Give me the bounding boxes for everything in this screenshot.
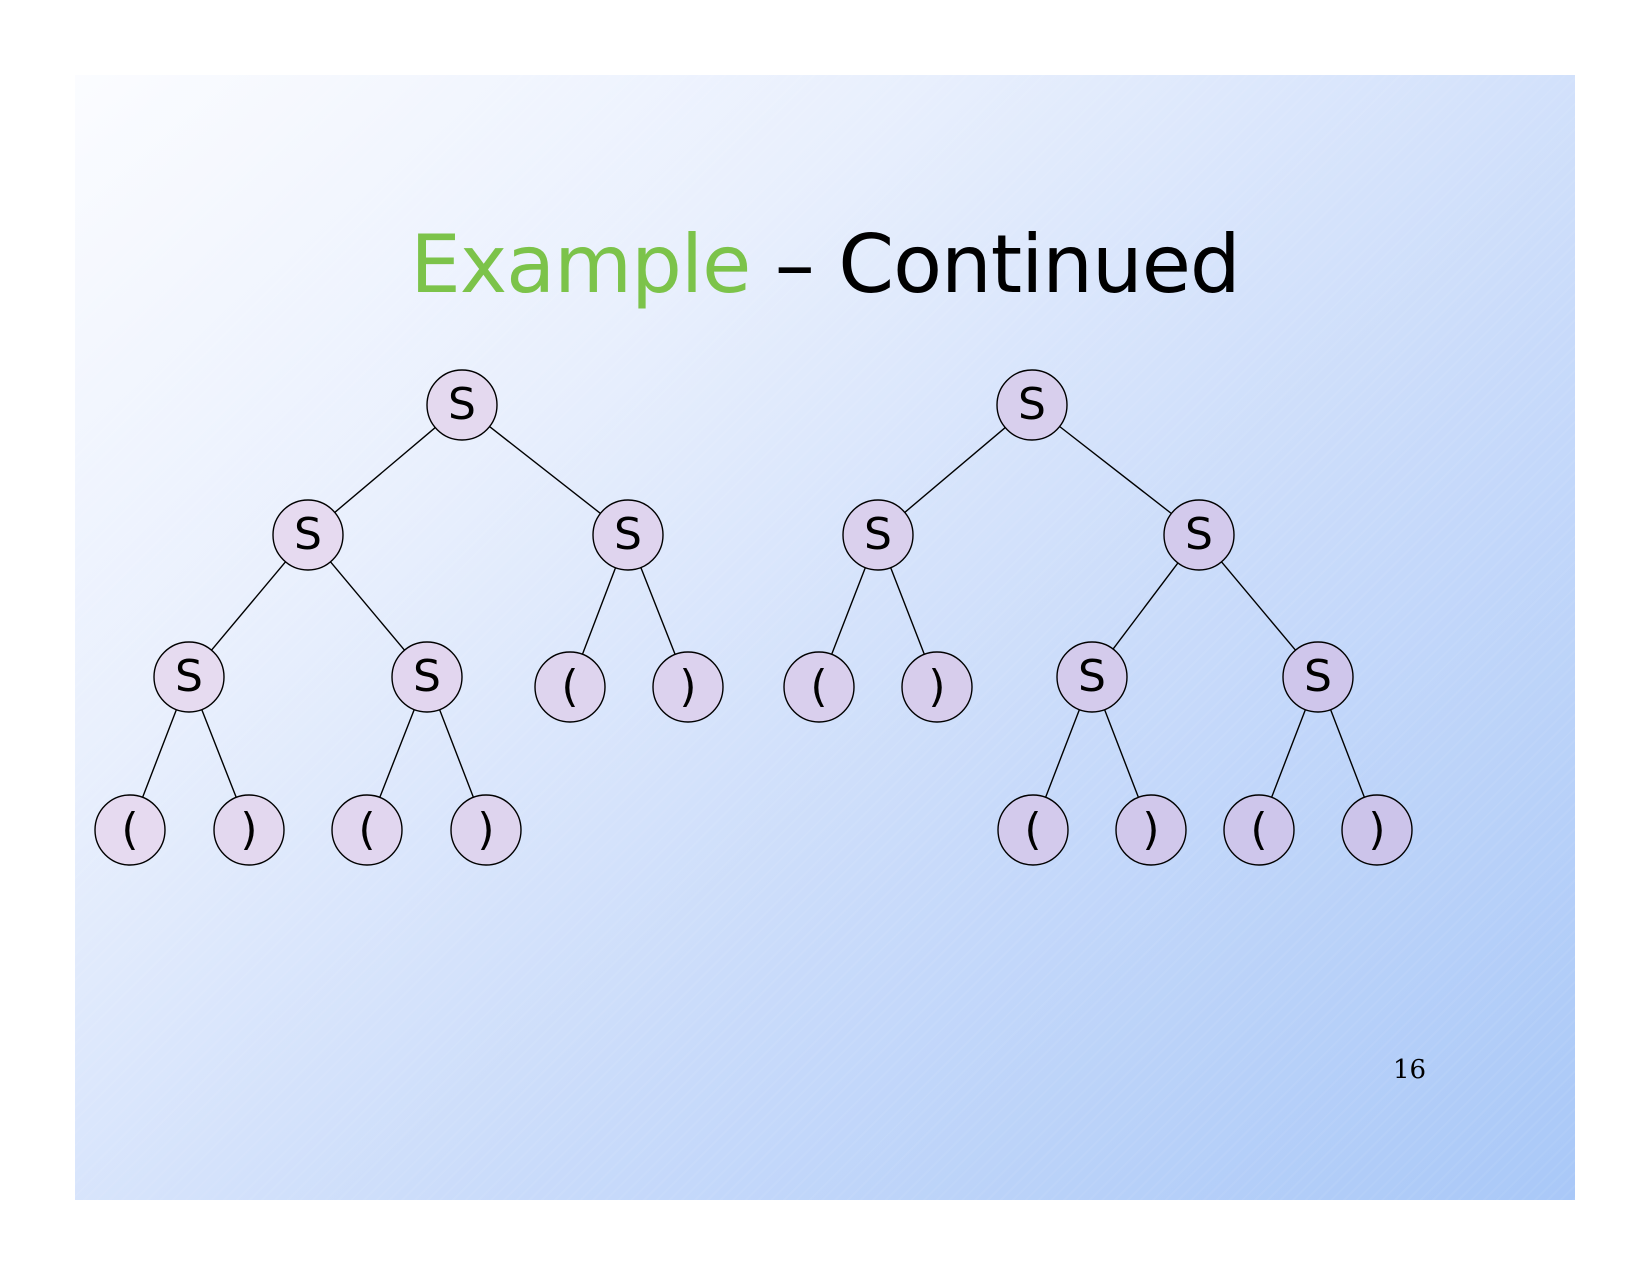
tree-node-open-paren: (: [783, 651, 855, 723]
tree-node-close-paren: ): [652, 651, 724, 723]
node-label: S: [1018, 379, 1046, 430]
tree-node-open-paren: (: [997, 794, 1069, 866]
node-circle: [997, 794, 1069, 866]
parse-trees-diagram: S S S () S () S () S S () S S () S (): [94, 369, 1413, 866]
node-label: (: [561, 661, 578, 712]
tree-edge: [1220, 561, 1297, 651]
node-label: (: [358, 804, 375, 855]
tree-edge: [581, 567, 617, 655]
tree-node-nonterminal-s: S: [272, 499, 344, 571]
node-label: ): [679, 661, 696, 712]
tree-edge: [334, 427, 436, 513]
node-circle: [996, 369, 1068, 441]
node-circle: [1115, 794, 1187, 866]
tree-node-close-paren: ): [1341, 794, 1413, 866]
tree-node-close-paren: ): [450, 794, 522, 866]
tree-edge: [1059, 425, 1172, 515]
node-circle: [1341, 794, 1413, 866]
node-circle: [534, 651, 606, 723]
node-circle: [391, 641, 463, 713]
node-label: S: [864, 509, 892, 560]
tree-node-nonterminal-s: S: [842, 499, 914, 571]
title-rest: Continued: [838, 218, 1241, 311]
page-number: 16: [1393, 1055, 1427, 1085]
tree-node-nonterminal-s: S: [592, 499, 664, 571]
tree-node-nonterminal-s: S: [1163, 499, 1235, 571]
node-circle: [783, 651, 855, 723]
node-label: (: [1024, 804, 1041, 855]
tree-edge: [1270, 709, 1307, 798]
node-label: ): [1368, 804, 1385, 855]
tree-edge: [379, 709, 415, 798]
tree-node-nonterminal-s: S: [391, 641, 463, 713]
node-circle: [426, 369, 498, 441]
node-label: (: [121, 804, 138, 855]
node-circle: [1282, 641, 1354, 713]
title-separator: –: [750, 218, 839, 311]
tree-node-close-paren: ): [1115, 794, 1187, 866]
node-label: S: [614, 509, 642, 560]
node-circle: [901, 651, 973, 723]
tree-edge: [1112, 562, 1179, 650]
node-circle: [331, 794, 403, 866]
node-circle: [592, 499, 664, 571]
tree-edge: [438, 709, 475, 798]
node-label: S: [1304, 651, 1332, 702]
node-label: S: [1078, 651, 1106, 702]
tree-node-open-paren: (: [1223, 794, 1295, 866]
tree-node-nonterminal-s: S: [153, 641, 225, 713]
node-label: ): [477, 804, 494, 855]
node-circle: [842, 499, 914, 571]
tree-edge: [904, 427, 1006, 513]
tree-node-nonterminal-s: S: [1282, 641, 1354, 713]
tree-edge: [329, 561, 406, 651]
tree-edge: [640, 567, 676, 655]
node-circle: [94, 794, 166, 866]
tree-edge: [489, 426, 601, 514]
node-circle: [652, 651, 724, 723]
tree-node-open-paren: (: [94, 794, 166, 866]
node-circle: [213, 794, 285, 866]
node-label: S: [175, 651, 203, 702]
tree-node-nonterminal-s: S: [1056, 641, 1128, 713]
nodes-layer: S S S () S () S () S S () S S () S (): [94, 369, 1413, 866]
node-circle: [1056, 641, 1128, 713]
tree-node-close-paren: ): [901, 651, 973, 723]
tree-edge: [1044, 709, 1081, 798]
node-label: ): [240, 804, 257, 855]
node-circle: [153, 641, 225, 713]
node-circle: [1223, 794, 1295, 866]
node-circle: [450, 794, 522, 866]
tree-edge: [1103, 709, 1140, 798]
tree-node-open-paren: (: [331, 794, 403, 866]
tree-edge: [210, 561, 287, 651]
node-label: S: [448, 379, 476, 430]
node-label: (: [810, 661, 827, 712]
tree-edge: [201, 709, 237, 798]
tree-node-nonterminal-s: S: [426, 369, 498, 441]
title-accent-word: Example: [410, 218, 751, 311]
node-label: (: [1250, 804, 1267, 855]
tree-node-close-paren: ): [213, 794, 285, 866]
node-label: S: [294, 509, 322, 560]
tree-node-nonterminal-s: S: [996, 369, 1068, 441]
node-label: ): [928, 661, 945, 712]
tree-edge: [890, 567, 925, 655]
node-circle: [272, 499, 344, 571]
slide-title: Example – Continued: [75, 215, 1575, 315]
tree-edge: [141, 709, 178, 798]
tree-node-open-paren: (: [534, 651, 606, 723]
node-label: S: [1185, 509, 1213, 560]
node-circle: [1163, 499, 1235, 571]
edges-layer: [141, 425, 1366, 798]
tree-edge: [831, 567, 866, 655]
node-label: ): [1142, 804, 1159, 855]
tree-edge: [1329, 709, 1366, 798]
node-label: S: [413, 651, 441, 702]
